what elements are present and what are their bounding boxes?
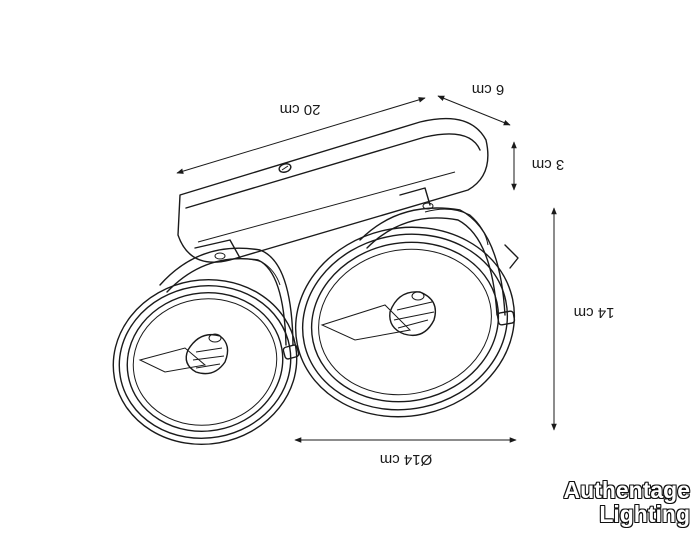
brand-logo: Authentage Lighting — [564, 478, 691, 526]
left-spotlight — [112, 247, 300, 446]
dimension-depth-label: 6 cm — [472, 81, 505, 98]
dimension-base-height: 3 cm — [511, 141, 565, 191]
dimension-total-height-label: 14 cm — [574, 304, 615, 321]
mounting-base — [177, 117, 489, 263]
dimension-length: 20 cm — [176, 97, 426, 174]
dimension-total-height: 14 cm — [551, 207, 615, 431]
dimension-base-height-label: 3 cm — [532, 156, 565, 173]
dimension-diameter-label: Ø14 cm — [380, 451, 433, 468]
brand-line-1: Authentage — [563, 477, 691, 503]
right-spotlight — [294, 202, 519, 418]
brand-line-2: Lighting — [599, 501, 690, 527]
dimension-length-label: 20 cm — [280, 101, 321, 118]
dimension-diameter: Ø14 cm — [294, 437, 517, 468]
dimension-depth: 6 cm — [437, 81, 511, 126]
